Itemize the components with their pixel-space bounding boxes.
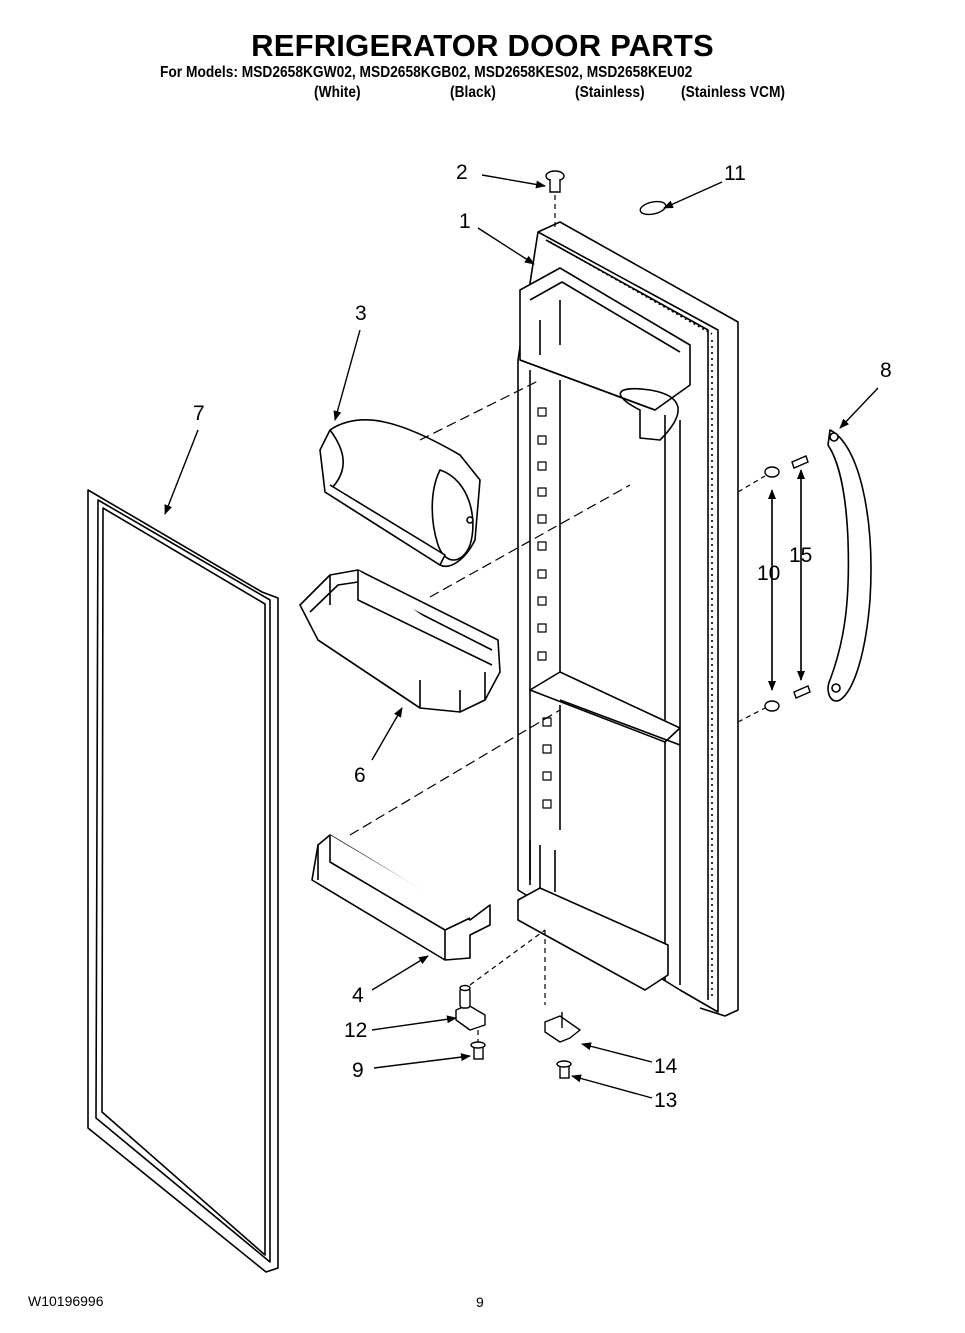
variant-white: (White) [314,84,361,101]
door-bin [299,569,501,713]
page-title: REFRIGERATOR DOOR PARTS [251,28,714,63]
callout-10: 10 [757,562,780,585]
handle-trim [827,429,872,702]
hole-plug [639,200,667,216]
model-list: For Models: MSD2658KGW02, MSD2658KGB02, … [160,64,693,81]
callout-3: 3 [355,302,367,325]
callout-9: 9 [352,1059,364,1082]
assembly-lines [349,379,631,836]
variant-stainless-vcm: (Stainless VCM) [681,84,785,101]
callout-2: 2 [456,161,468,184]
handle-screws [791,455,811,699]
variant-black: (Black) [450,84,496,101]
callout-6: 6 [354,764,366,787]
callout-7: 7 [193,402,205,425]
hinge-bracket [544,1012,581,1043]
variant-stainless: (Stainless) [575,84,645,101]
dairy-door [319,419,481,567]
callout-12: 12 [344,1019,367,1042]
callout-14: 14 [654,1055,678,1078]
callout-leaders [164,174,879,1099]
callout-15: 15 [789,544,812,567]
callout-8: 8 [880,359,892,382]
bottom-bin [311,834,491,961]
top-screw [545,170,565,193]
callout-13: 13 [654,1089,677,1112]
callout-4: 4 [352,984,364,1007]
hinge-screw [470,1041,486,1060]
door-gasket [87,489,279,1273]
callout-1: 1 [459,210,471,233]
bracket-screw [556,1060,572,1079]
callout-11: 11 [724,162,746,185]
door-liner [517,221,739,1017]
page-number: 9 [476,1294,484,1310]
document-part-number: W10196996 [28,1293,104,1309]
shoulder-washers [764,466,780,712]
hinge-pin-bracket [455,984,486,1031]
